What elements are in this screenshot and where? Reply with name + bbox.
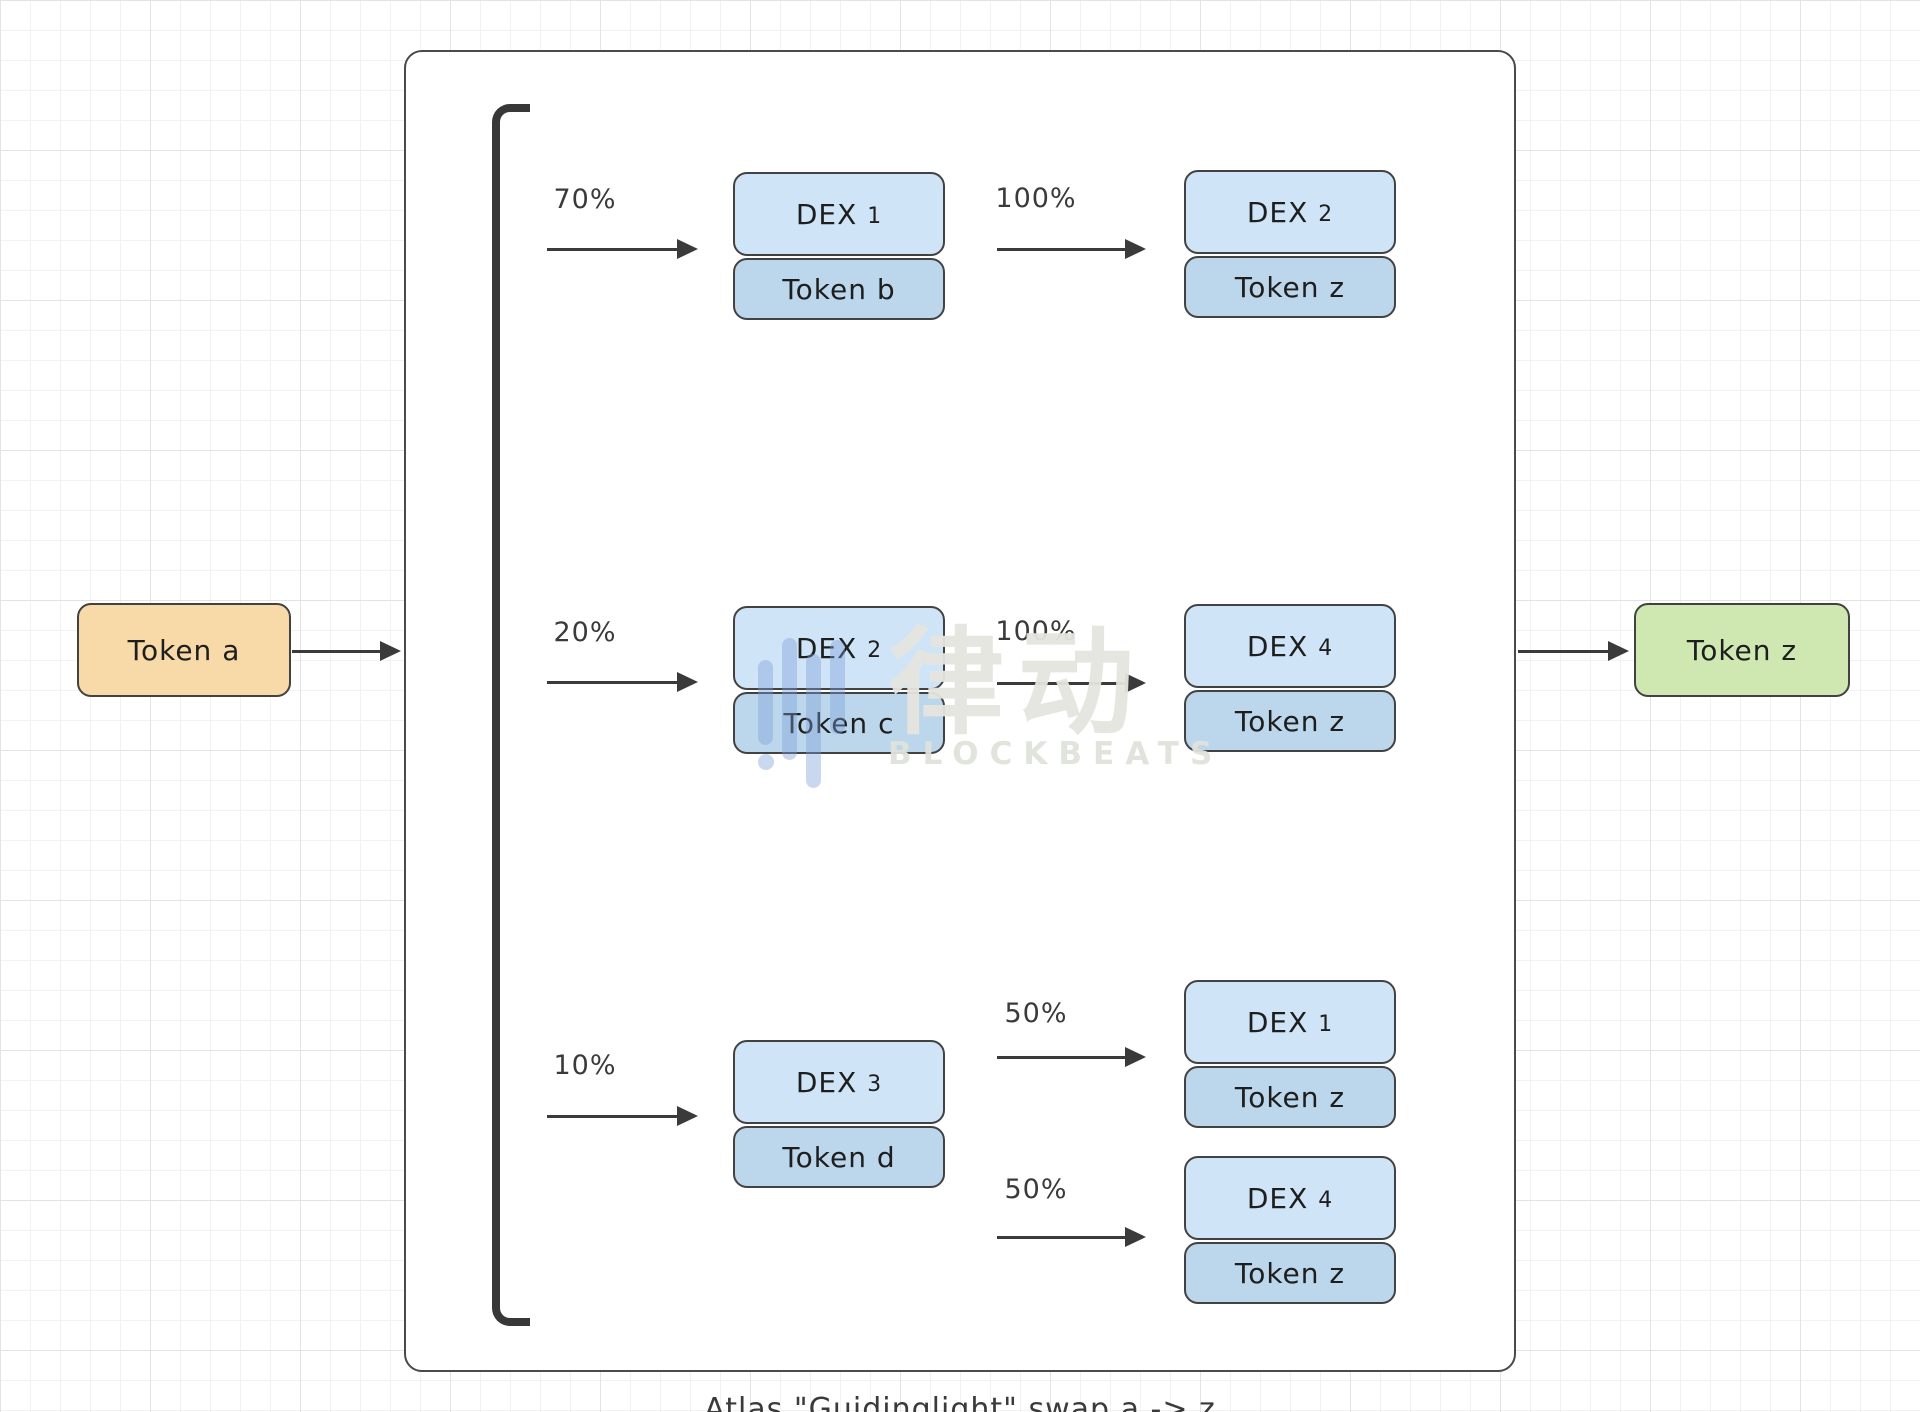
token-label: Token c bbox=[783, 706, 895, 740]
dex-number: 2 bbox=[867, 637, 883, 663]
dex-box: DEX 2 bbox=[1184, 170, 1396, 254]
token-label: Token z bbox=[1234, 704, 1346, 738]
route-2-arrow bbox=[547, 681, 677, 684]
dex-label: DEX bbox=[1246, 195, 1309, 229]
dex-box: DEX 4 bbox=[1184, 1156, 1396, 1240]
split-bracket bbox=[492, 104, 530, 1326]
token-label: Token d bbox=[782, 1140, 896, 1174]
diagram-caption: Atlas "Guidinglight" swap a -> z bbox=[704, 1392, 1216, 1412]
dex-label: DEX bbox=[1246, 1181, 1309, 1215]
route-3-branch-2-arrow bbox=[997, 1236, 1125, 1239]
dex-label: DEX bbox=[1246, 1005, 1309, 1039]
token-box: Token b bbox=[733, 258, 945, 320]
destination-token-label: Token z bbox=[1686, 633, 1798, 667]
arrow-source-to-router bbox=[292, 650, 380, 653]
route-2-split-label: 20% bbox=[553, 617, 617, 648]
token-label: Token z bbox=[1234, 1256, 1346, 1290]
route-3-arrow bbox=[547, 1115, 677, 1118]
destination-token-node: Token z bbox=[1634, 603, 1850, 697]
token-label: Token z bbox=[1234, 1080, 1346, 1114]
token-box: Token d bbox=[733, 1126, 945, 1188]
route-3-branch-2-split-label: 50% bbox=[1004, 1174, 1068, 1205]
route-2-hop1-node: DEX 2 Token c bbox=[733, 606, 945, 754]
dex-number: 3 bbox=[867, 1071, 883, 1097]
dex-box: DEX 3 bbox=[733, 1040, 945, 1124]
route-1-branch-split-label: 100% bbox=[995, 183, 1077, 214]
token-box: Token z bbox=[1184, 256, 1396, 318]
dex-label: DEX bbox=[795, 631, 858, 665]
token-box: Token c bbox=[733, 692, 945, 754]
route-1-hop2-node: DEX 2 Token z bbox=[1184, 170, 1396, 318]
source-token-label: Token a bbox=[127, 633, 241, 667]
dex-box: DEX 1 bbox=[1184, 980, 1396, 1064]
dex-box: DEX 2 bbox=[733, 606, 945, 690]
route-3-branch-1-split-label: 50% bbox=[1004, 998, 1068, 1029]
route-3-branch-1-arrow bbox=[997, 1056, 1125, 1059]
route-2-branch-split-label: 100% bbox=[995, 616, 1077, 647]
dex-number: 2 bbox=[1318, 201, 1334, 227]
dex-number: 4 bbox=[1318, 635, 1334, 661]
route-2-branch-arrow bbox=[997, 682, 1125, 685]
route-1-hop1-node: DEX 1 Token b bbox=[733, 172, 945, 320]
arrow-router-to-destination bbox=[1518, 650, 1608, 653]
dex-number: 1 bbox=[867, 203, 883, 229]
dex-label: DEX bbox=[795, 197, 858, 231]
dex-box: DEX 1 bbox=[733, 172, 945, 256]
route-1-branch-arrow bbox=[997, 248, 1125, 251]
route-3-hop1-node: DEX 3 Token d bbox=[733, 1040, 945, 1188]
token-box: Token z bbox=[1184, 1066, 1396, 1128]
dex-label: DEX bbox=[795, 1065, 858, 1099]
token-box: Token z bbox=[1184, 690, 1396, 752]
token-label: Token b bbox=[782, 272, 896, 306]
dex-number: 4 bbox=[1318, 1187, 1334, 1213]
token-label: Token z bbox=[1234, 270, 1346, 304]
route-3-branch-2-node: DEX 4 Token z bbox=[1184, 1156, 1396, 1304]
route-3-split-label: 10% bbox=[553, 1050, 617, 1081]
route-3-branch-1-node: DEX 1 Token z bbox=[1184, 980, 1396, 1128]
source-token-node: Token a bbox=[77, 603, 291, 697]
route-1-arrow bbox=[547, 248, 677, 251]
dex-box: DEX 4 bbox=[1184, 604, 1396, 688]
route-1-split-label: 70% bbox=[553, 184, 617, 215]
route-2-hop2-node: DEX 4 Token z bbox=[1184, 604, 1396, 752]
dex-label: DEX bbox=[1246, 629, 1309, 663]
token-box: Token z bbox=[1184, 1242, 1396, 1304]
dex-number: 1 bbox=[1318, 1011, 1334, 1037]
